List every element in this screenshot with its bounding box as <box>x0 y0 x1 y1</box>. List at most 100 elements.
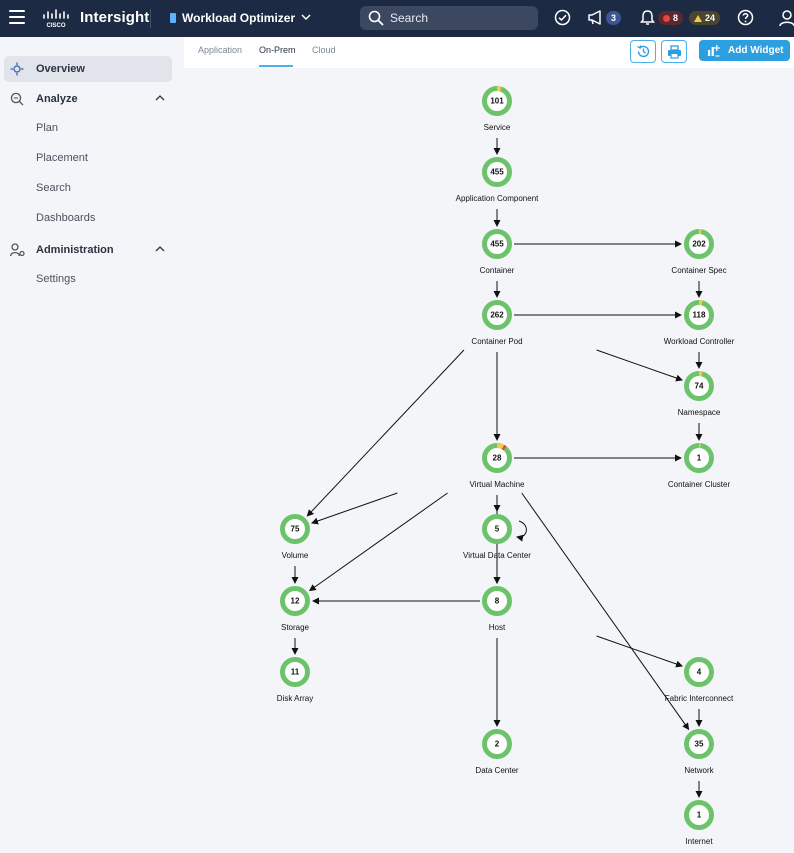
sidebar-item-label: Analyze <box>36 93 78 105</box>
sidebar-item-administration[interactable]: Administration <box>4 237 172 263</box>
warning-alarms-badge[interactable]: 24 <box>689 11 721 25</box>
tab-on-prem[interactable]: On-Prem <box>259 45 296 55</box>
sidebar-item-settings[interactable]: Settings <box>4 266 172 292</box>
node-label: Workload Controller <box>664 337 735 346</box>
health-ring-minor <box>684 443 714 473</box>
history-button[interactable] <box>630 40 656 63</box>
sidebar-item-plan[interactable]: Plan <box>4 115 172 141</box>
announcement-icon[interactable] <box>587 9 604 26</box>
node-count: 455 <box>490 168 504 177</box>
print-icon <box>667 44 681 59</box>
node-label: Internet <box>685 837 713 846</box>
node-count: 75 <box>291 525 300 534</box>
edge-virtual-machine-to-volume <box>311 492 398 525</box>
app-switcher-icon <box>170 13 176 23</box>
node-label: Volume <box>282 551 309 560</box>
critical-alarm-icon <box>663 14 670 22</box>
warning-triangle-icon <box>694 14 702 22</box>
health-ring <box>482 586 512 616</box>
node-label: Application Component <box>456 194 539 203</box>
node-label: Container <box>480 266 515 275</box>
sidebar-item-label: Placement <box>36 152 88 164</box>
chevron-up-icon <box>155 95 165 101</box>
node-label: Disk Array <box>277 694 313 703</box>
top-bar: CISCO Intersight Workload Optimizer Sear… <box>0 0 794 37</box>
node-count: 12 <box>291 597 300 606</box>
edge-container-pod-to-namespace <box>596 349 683 382</box>
node-label: Virtual Machine <box>470 480 526 489</box>
tab-bar: Application On-Prem Cloud Add Widget <box>184 37 794 69</box>
sidebar-item-search[interactable]: Search <box>4 175 172 201</box>
edge-virtual-machine-to-storage <box>308 492 448 592</box>
sidebar-item-placement[interactable]: Placement <box>4 145 172 171</box>
node-count: 2 <box>495 740 500 749</box>
health-ring-minor <box>684 371 714 401</box>
health-ring <box>684 800 714 830</box>
user-icon[interactable] <box>778 9 794 27</box>
node-label: Service <box>484 123 511 132</box>
app-switcher[interactable]: Workload Optimizer <box>170 11 311 25</box>
bell-icon[interactable] <box>640 9 655 26</box>
sidebar-item-label: Search <box>36 182 71 194</box>
app-switcher-label: Workload Optimizer <box>182 11 296 25</box>
sidebar-item-label: Dashboards <box>36 212 96 224</box>
check-circle-icon[interactable] <box>554 9 571 26</box>
node-label: Fabric Interconnect <box>665 694 734 703</box>
critical-alarms-badge[interactable]: 8 <box>658 11 684 25</box>
node-label: Namespace <box>678 408 721 417</box>
health-ring-minor <box>684 300 714 330</box>
node-count: 11 <box>291 668 300 677</box>
tab-cloud[interactable]: Cloud <box>312 45 336 55</box>
print-button[interactable] <box>661 40 687 63</box>
node-count: 101 <box>490 97 504 106</box>
add-widget-label: Add Widget <box>728 45 784 56</box>
admin-user-gear-icon <box>10 243 25 257</box>
health-ring-minor <box>684 229 714 259</box>
app-brand: Intersight <box>80 9 150 26</box>
analyze-icon <box>10 92 24 106</box>
add-widget-button[interactable]: Add Widget <box>699 40 790 61</box>
health-ring <box>482 300 512 330</box>
node-label: Container Pod <box>471 337 522 346</box>
menu-icon[interactable] <box>9 10 25 26</box>
search-input[interactable]: Search <box>360 6 538 30</box>
node-label: Container Spec <box>671 266 726 275</box>
sidebar-item-overview[interactable]: Overview <box>4 56 172 82</box>
sidebar-item-analyze[interactable]: Analyze <box>4 86 172 112</box>
add-chart-icon <box>708 45 720 57</box>
health-ring <box>482 157 512 187</box>
sidebar-item-label: Settings <box>36 273 76 285</box>
node-count: 74 <box>695 382 704 391</box>
health-ring <box>684 729 714 759</box>
sidebar: Overview Analyze Plan Placement Search D… <box>0 37 184 853</box>
sidebar-item-dashboards[interactable]: Dashboards <box>4 205 172 231</box>
active-tab-indicator <box>259 65 293 67</box>
search-placeholder: Search <box>390 11 429 25</box>
tab-application[interactable]: Application <box>198 45 243 55</box>
node-count: 455 <box>490 240 504 249</box>
health-ring <box>684 657 714 687</box>
help-icon[interactable] <box>737 9 754 26</box>
health-ring-minor <box>482 86 512 116</box>
header-divider <box>150 9 151 28</box>
chevron-down-icon <box>301 13 311 24</box>
